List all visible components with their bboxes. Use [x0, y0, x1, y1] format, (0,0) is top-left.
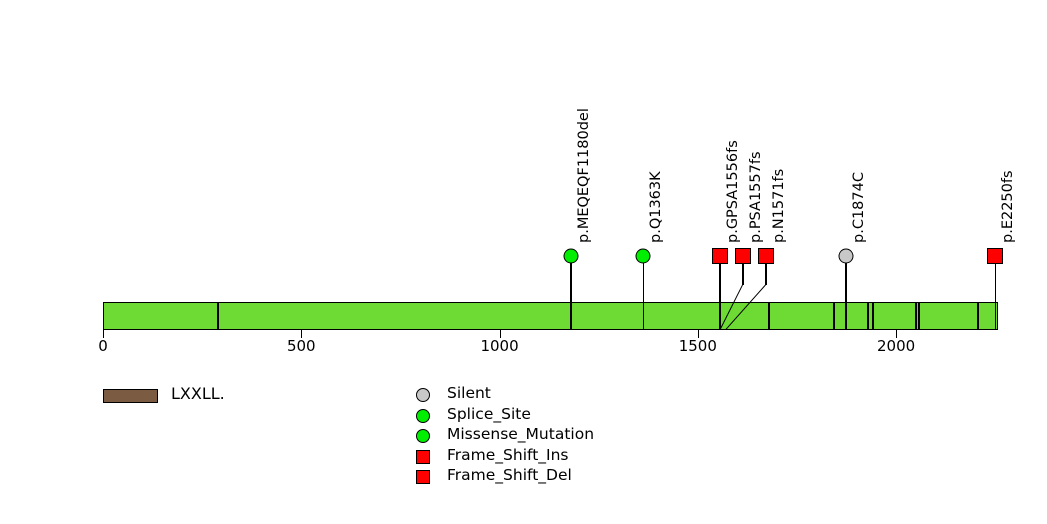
mutation-marker-p-n1571fs[interactable] [758, 248, 775, 264]
legend-key-frame_shift_ins [416, 449, 430, 464]
x-axis-tick-label-2000: 2000 [876, 337, 916, 355]
x-axis-tick-1500 [697, 330, 699, 338]
lollipop-stem-0 [570, 262, 572, 330]
x-axis-tick-1000 [499, 330, 501, 338]
legend-key-missense_mutation [416, 429, 430, 443]
lxxll-domain-label: LXXLL. [171, 384, 225, 403]
lollipop-stem-4 [765, 262, 767, 285]
domain-divider-4 [872, 302, 875, 330]
lollipop-stem-6 [994, 262, 996, 330]
domain-divider-5 [914, 302, 917, 330]
lollipop-stem-1 [642, 262, 645, 330]
legend-key-frame_shift_del [416, 470, 430, 484]
x-axis-tick-500 [301, 330, 303, 338]
x-axis-tick-label-0: 0 [98, 337, 108, 355]
mutation-label-p-psa1557fs: p.PSA1557fs [748, 151, 765, 243]
lxxll-domain-swatch [103, 389, 158, 403]
legend-label-missense_mutation: Missense_Mutation [447, 425, 595, 443]
legend-key-splice_site [416, 408, 430, 423]
lollipop-stem-3 [742, 262, 744, 285]
mutation-marker-p-meqeqf1180del[interactable] [563, 248, 579, 264]
x-axis-tick-label-1500: 1500 [678, 337, 717, 355]
x-axis-tick-label-500: 500 [286, 337, 316, 355]
legend-key-silent [416, 388, 430, 402]
legend-label-splice_site: Splice_Site [447, 404, 531, 423]
protein-backbone-bar [103, 302, 998, 330]
legend-label-frame_shift_del: Frame_Shift_Del [447, 466, 572, 484]
mutation-marker-p-e2250fs[interactable] [987, 248, 1004, 264]
x-axis-tick-label-1000: 1000 [480, 337, 519, 355]
legend-label-frame_shift_ins: Frame_Shift_Ins [447, 445, 569, 464]
mutation-label-p-meqeqf1180del: p.MEQEQF1180del [575, 108, 592, 243]
mutation-label-p-q1363k: p.Q1363K [648, 171, 665, 243]
legend-label-silent: Silent [447, 384, 491, 402]
domain-divider-1 [768, 302, 771, 330]
mutation-label-p-gpsa1556fs: p.GPSA1556fs [725, 140, 742, 243]
x-axis-line [103, 330, 998, 331]
mutation-marker-p-psa1557fs[interactable] [735, 248, 752, 264]
mutation-marker-p-c1874c[interactable] [838, 248, 854, 264]
domain-divider-0 [216, 302, 219, 330]
x-axis-tick-0 [103, 330, 104, 338]
domain-divider-2 [832, 302, 835, 330]
domain-divider-6 [918, 302, 921, 330]
x-axis-tick-2000 [896, 330, 898, 338]
mutation-marker-p-q1363k[interactable] [635, 248, 651, 264]
domain-divider-3 [867, 302, 870, 330]
domain-divider-7 [977, 302, 980, 330]
mutation-label-p-n1571fs: p.N1571fs [771, 168, 788, 243]
lollipop-stem-5 [845, 262, 847, 330]
mutation-label-p-c1874c: p.C1874C [851, 172, 868, 243]
mutation-label-p-e2250fs: p.E2250fs [1000, 170, 1017, 243]
lollipop-stem-2 [719, 262, 721, 330]
mutation-marker-p-gpsa1556fs[interactable] [712, 248, 729, 264]
